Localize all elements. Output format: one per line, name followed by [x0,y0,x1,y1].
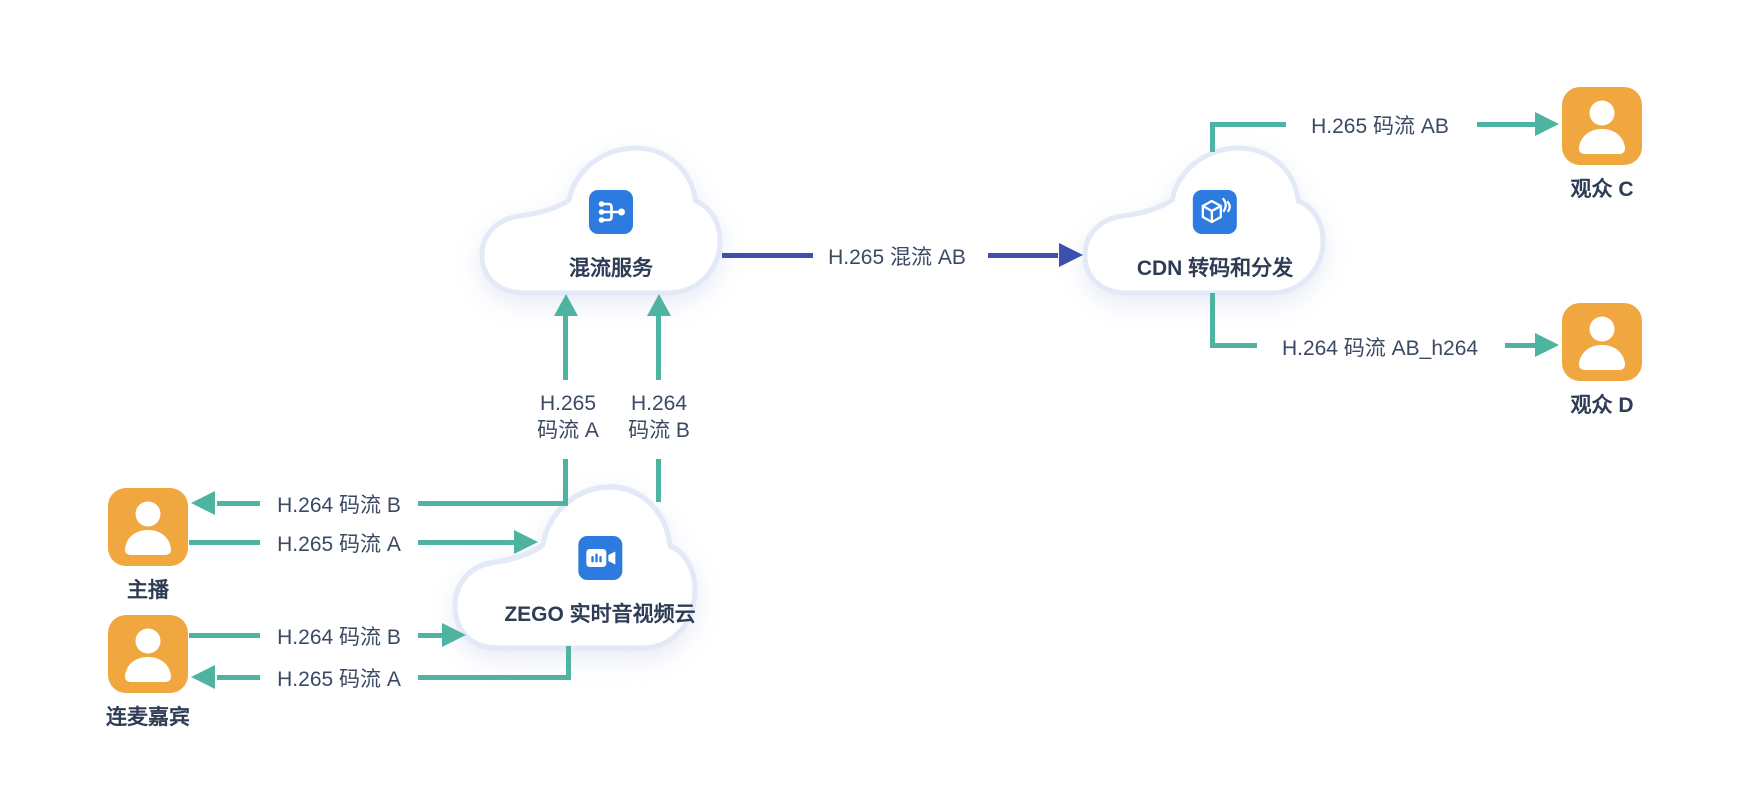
edge-cdn-audc-line [1477,122,1535,127]
edge-mixer-cdn-line [722,253,813,258]
edge-zego-host-line [418,501,568,506]
video-camera-icon [578,536,622,580]
edge-zego-mixer-b-line [656,459,661,502]
edge-cdn-audd-line [1505,343,1535,348]
edge-mixer-cdn-arrowhead [1059,243,1083,267]
edge-label-zego-guest: H.265 码流 A [277,668,401,691]
edge-label-zego-mixer-a: H.265 码流 A [537,390,599,444]
person-icon [108,615,188,693]
edge-label-host-zego: H.265 码流 A [277,533,401,556]
edge-zego-host-arrowhead [191,491,215,515]
edge-host-zego-line [418,540,514,545]
edge-cdn-audd-arrowhead [1535,333,1559,357]
node-label-cdn: CDN 转码和分发 [1136,257,1294,280]
node-label-mixer: 混流服务 [569,257,653,280]
edge-label-zego-host: H.264 码流 B [277,494,401,517]
edge-zego-guest-line [566,646,571,680]
node-label-host: 主播 [127,579,169,602]
edge-cdn-audd-line [1210,293,1215,347]
person-icon [1562,87,1642,165]
edge-zego-mixer-a-arrowhead [554,294,578,316]
edge-guest-zego-line [418,633,442,638]
edge-cdn-audc-line [1210,124,1215,152]
edge-guest-zego-arrowhead [442,623,466,647]
edge-host-zego-arrowhead [514,530,538,554]
person-icon [108,488,188,566]
edge-label-line1: H.264 [630,392,688,415]
edge-label-cdn-audd: H.264 码流 AB_h264 [1281,337,1479,360]
edge-zego-mixer-b-arrowhead [647,294,671,316]
cloud-shape [452,484,698,651]
node-host: 主播 [108,488,188,604]
node-label-guest: 连麦嘉宾 [106,706,190,729]
edge-label-line2: 码流 A [537,419,599,442]
cdn-transcode-icon [1193,190,1237,234]
edge-label-line2: 码流 B [628,419,690,442]
node-label-audience-d: 观众 D [1570,394,1634,417]
edge-label-mixer-cdn: H.265 混流 AB [828,246,966,269]
edge-zego-mixer-b-line [656,315,661,380]
node-label-zego: ZEGO 实时音视频云 [504,603,696,626]
edge-zego-guest-line [217,675,260,680]
edge-host-zego-line [189,540,260,545]
node-label-audience-c: 观众 C [1570,178,1634,201]
edge-mixer-cdn-line [988,253,1058,258]
edge-label-zego-mixer-b: H.264 码流 B [628,390,690,444]
node-zego-cloud: ZEGO 实时音视频云 [448,478,698,656]
node-mixer-cloud: 混流服务 [475,140,723,300]
edge-cdn-audc-line [1210,122,1286,127]
person-icon [1562,303,1642,381]
edge-label-cdn-audc: H.265 码流 AB [1311,115,1449,138]
edge-cdn-audc-arrowhead [1535,112,1559,136]
edge-zego-host-line [217,501,260,506]
node-cdn-cloud: CDN 转码和分发 [1078,140,1326,300]
node-audience-c: 观众 C [1562,87,1642,203]
edge-guest-zego-line [189,633,260,638]
stream-mix-icon [589,190,633,234]
edge-zego-guest-arrowhead [191,665,215,689]
edge-zego-mixer-a-line [563,459,568,506]
edge-label-guest-zego: H.264 码流 B [277,626,401,649]
node-guest: 连麦嘉宾 [106,615,190,731]
edge-zego-mixer-a-line [563,315,568,380]
node-audience-d: 观众 D [1562,303,1642,419]
edge-zego-guest-line [418,675,571,680]
edge-label-line1: H.265 [539,392,597,415]
edge-cdn-audd-line [1210,343,1257,348]
